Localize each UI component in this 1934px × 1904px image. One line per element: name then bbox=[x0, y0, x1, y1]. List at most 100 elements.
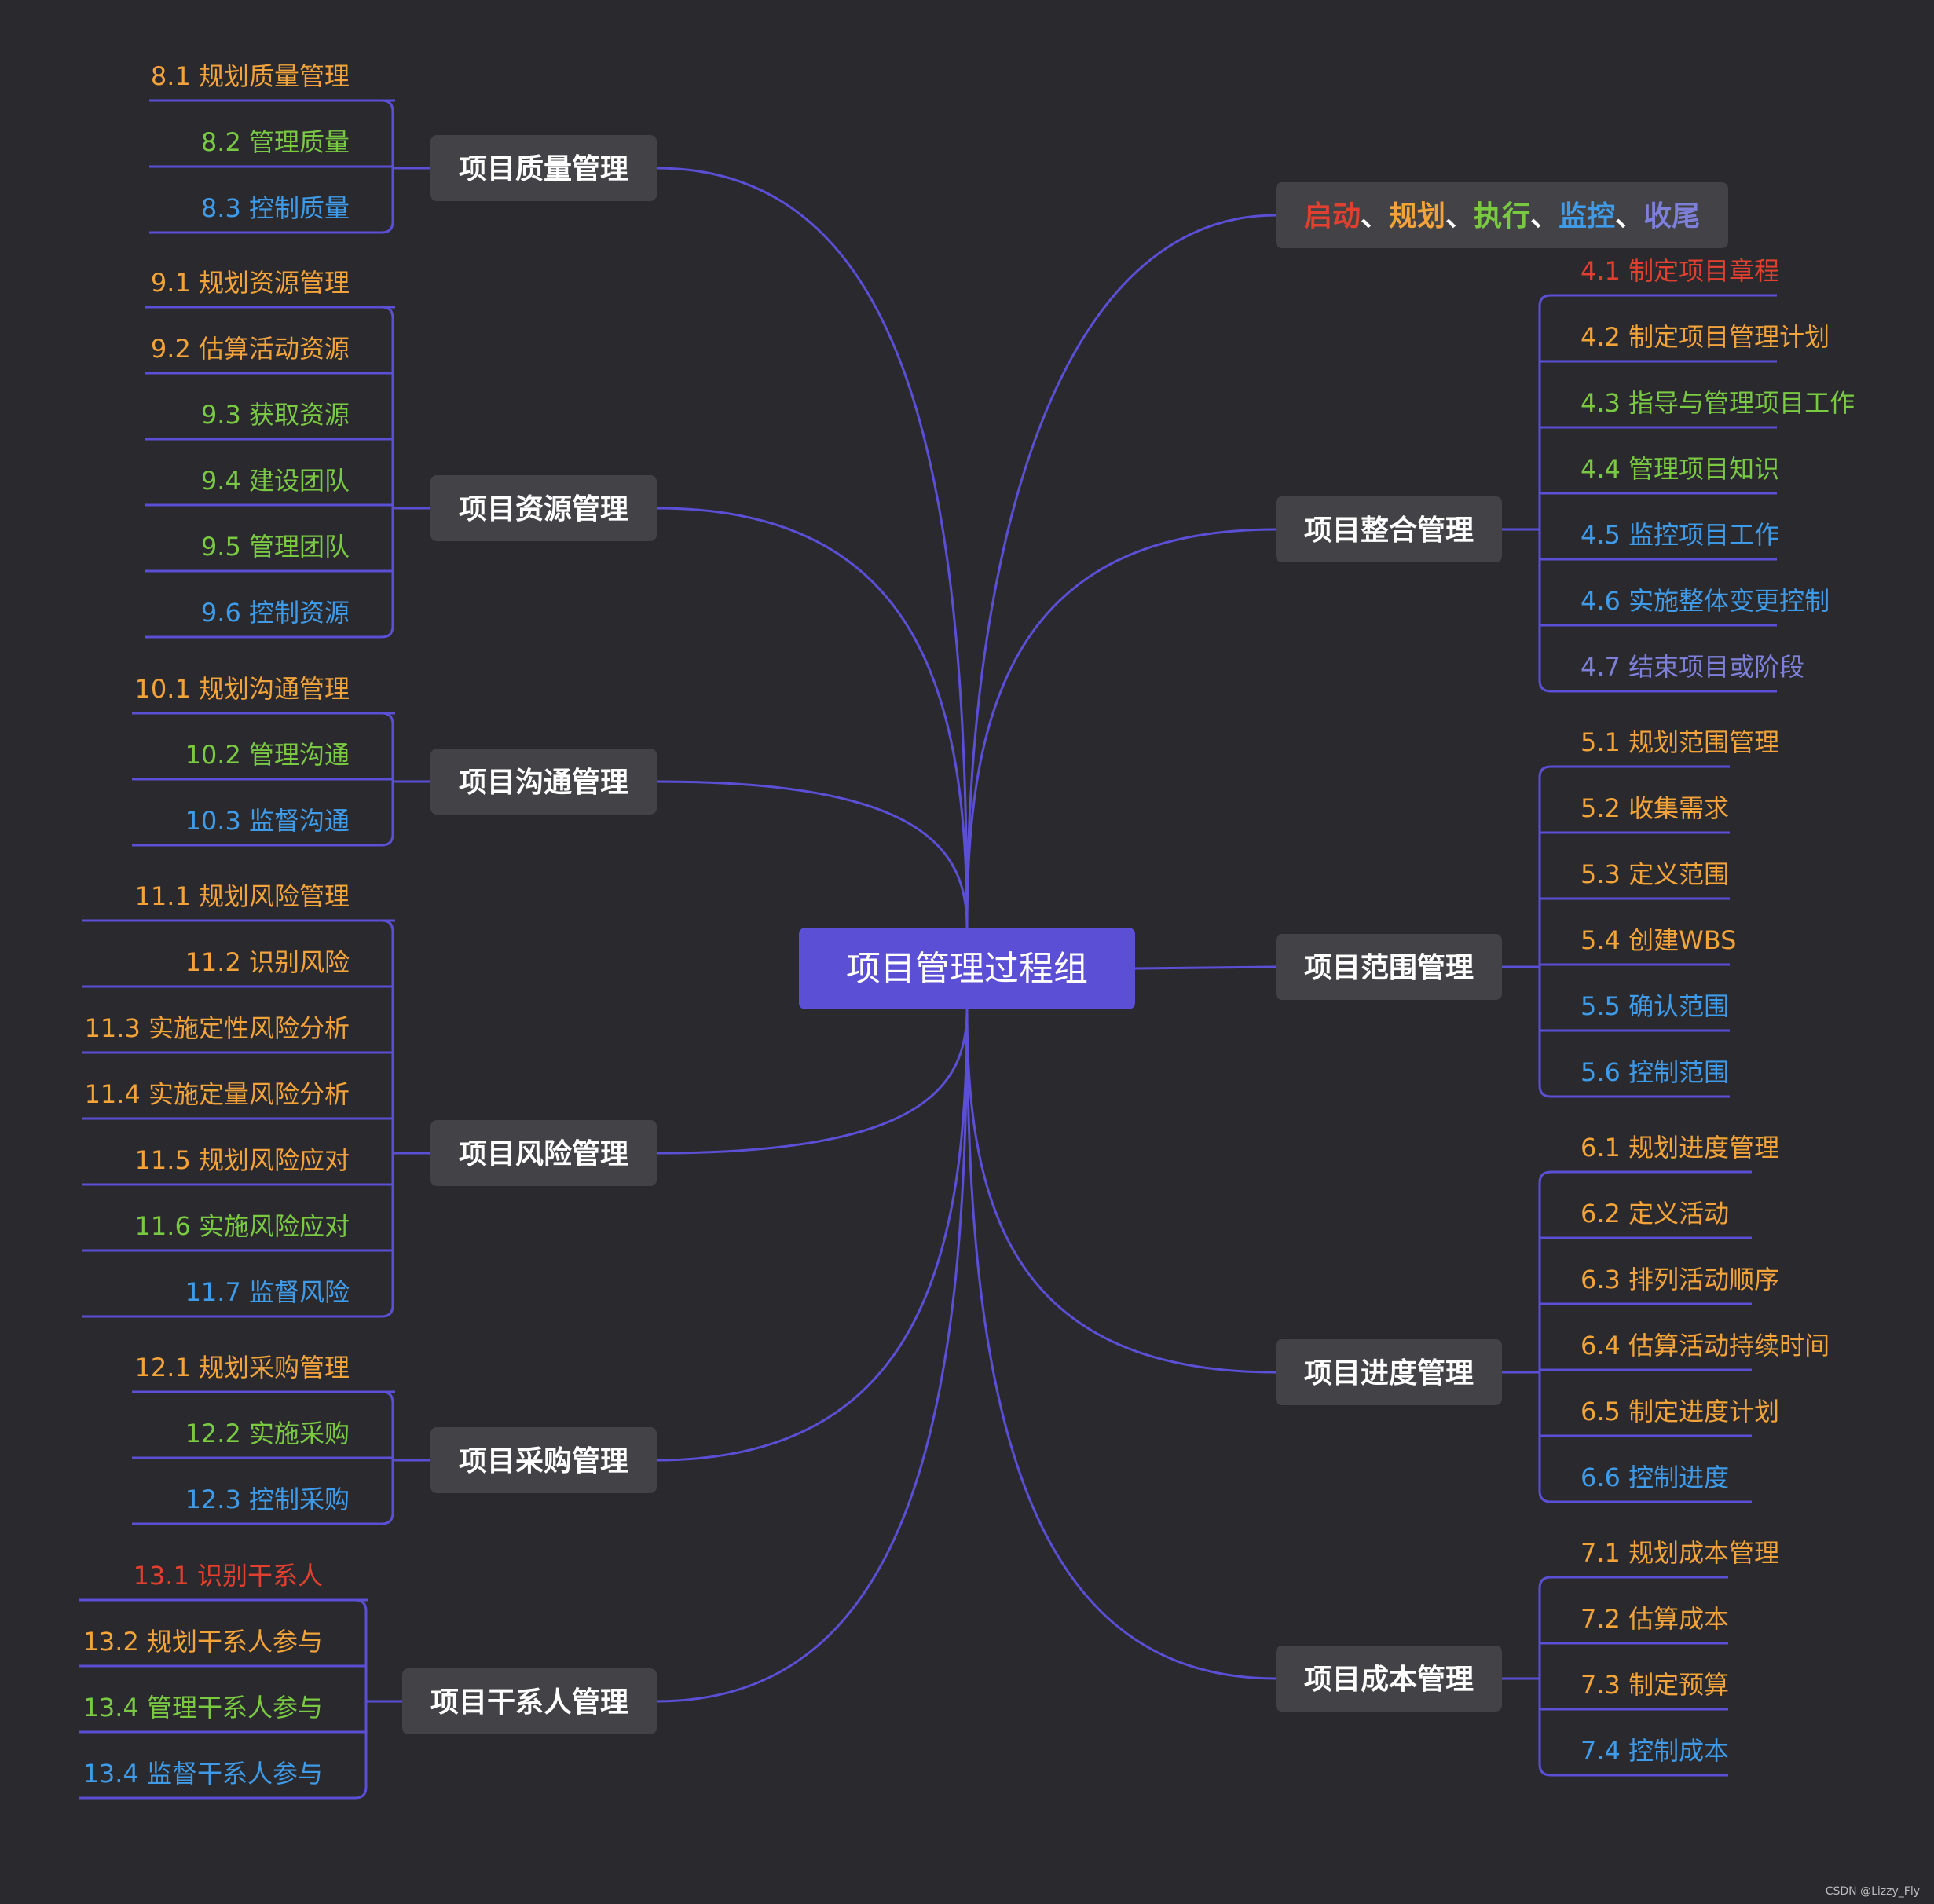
process-item[interactable]: 4.1 制定项目章程 bbox=[1551, 256, 1779, 297]
process-item[interactable]: 8.2 管理质量 bbox=[149, 127, 393, 168]
process-item[interactable]: 4.7 结束项目或阶段 bbox=[1551, 652, 1804, 693]
item-label: 8.2 管理质量 bbox=[201, 127, 350, 157]
item-label: 6.4 估算活动持续时间 bbox=[1581, 1331, 1830, 1360]
process-item[interactable]: 11.3 实施定性风险分析 bbox=[82, 1013, 393, 1054]
item-label: 9.2 估算活动资源 bbox=[151, 334, 350, 364]
process-item[interactable]: 8.1 规划质量管理 bbox=[149, 61, 382, 102]
process-item[interactable]: 4.3 指导与管理项目工作 bbox=[1540, 388, 1855, 429]
process-item[interactable]: 5.2 收集需求 bbox=[1540, 793, 1730, 834]
process-item[interactable]: 11.4 实施定量风险分析 bbox=[82, 1079, 393, 1120]
process-item[interactable]: 11.2 识别风险 bbox=[82, 947, 393, 988]
process-item[interactable]: 11.6 实施风险应对 bbox=[82, 1211, 393, 1252]
process-item[interactable]: 4.4 管理项目知识 bbox=[1540, 454, 1779, 495]
branch-label: 项目风险管理 bbox=[459, 1138, 628, 1170]
process-item[interactable]: 9.2 估算活动资源 bbox=[145, 334, 393, 375]
item-label: 12.1 规划采购管理 bbox=[135, 1353, 350, 1382]
process-item[interactable]: 5.4 创建WBS bbox=[1540, 925, 1736, 966]
process-item[interactable]: 6.1 规划进度管理 bbox=[1551, 1133, 1779, 1174]
item-label: 4.6 实施整体变更控制 bbox=[1581, 586, 1830, 616]
connector-curve-quality bbox=[656, 167, 969, 928]
process-item[interactable]: 7.4 控制成本 bbox=[1551, 1736, 1729, 1777]
legend-part: 执行 bbox=[1474, 200, 1530, 233]
process-item[interactable]: 7.1 规划成本管理 bbox=[1551, 1538, 1779, 1579]
legend-box bbox=[1276, 182, 1728, 248]
branch-label: 项目采购管理 bbox=[459, 1445, 628, 1477]
process-item[interactable]: 4.5 监控项目工作 bbox=[1540, 520, 1779, 561]
process-item[interactable]: 13.1 识别干系人 bbox=[79, 1561, 355, 1602]
connector-curve-resource bbox=[656, 507, 969, 928]
process-item[interactable]: 9.6 控制资源 bbox=[145, 598, 382, 639]
branch-box bbox=[430, 475, 657, 541]
process-item[interactable]: 13.4 管理干系人参与 bbox=[79, 1693, 366, 1734]
process-item[interactable]: 6.4 估算活动持续时间 bbox=[1540, 1331, 1830, 1371]
process-item[interactable]: 11.7 监督风险 bbox=[82, 1277, 382, 1318]
root-node[interactable]: 项目管理过程组 bbox=[799, 928, 1135, 1009]
branch-trunk bbox=[381, 1390, 395, 1525]
process-item[interactable]: 11.5 规划风险应对 bbox=[82, 1145, 393, 1186]
item-label: 6.2 定义活动 bbox=[1581, 1199, 1729, 1228]
process-item[interactable]: 9.5 管理团队 bbox=[145, 532, 393, 573]
process-item[interactable]: 11.1 规划风险管理 bbox=[82, 881, 382, 922]
connector-curve-stakeholder bbox=[656, 1009, 969, 1703]
branch-resource[interactable]: 项目资源管理 9.1 规划资源管理 9.2 估算活动资源 9.3 获取资源 9.4 建设… bbox=[145, 268, 657, 639]
process-item[interactable]: 6.5 制定进度计划 bbox=[1540, 1397, 1779, 1437]
branch-cost[interactable]: 项目成本管理 7.1 规划成本管理 7.2 估算成本 7.3 制定预算 7.4 控制成本 bbox=[1276, 1538, 1779, 1777]
process-item[interactable]: 5.6 控制范围 bbox=[1551, 1057, 1730, 1098]
process-item[interactable]: 6.6 控制进度 bbox=[1551, 1463, 1752, 1503]
branch-box bbox=[1276, 496, 1502, 562]
branch-trunk bbox=[1538, 1576, 1551, 1777]
item-label: 11.1 规划风险管理 bbox=[135, 881, 350, 911]
process-item[interactable]: 10.2 管理沟通 bbox=[132, 740, 393, 781]
process-item[interactable]: 12.1 规划采购管理 bbox=[132, 1353, 382, 1393]
process-groups-legend[interactable]: 启动、规划、执行、监控、收尾 bbox=[1276, 182, 1728, 248]
process-item[interactable]: 13.4 监督干系人参与 bbox=[79, 1759, 355, 1800]
process-item[interactable]: 6.3 排列活动顺序 bbox=[1540, 1265, 1779, 1305]
connector-curve-risk bbox=[656, 1009, 969, 1155]
item-label: 6.1 规划进度管理 bbox=[1581, 1133, 1779, 1163]
process-item[interactable]: 13.2 规划干系人参与 bbox=[79, 1627, 366, 1668]
process-item[interactable]: 10.3 监督沟通 bbox=[132, 806, 382, 847]
process-item[interactable]: 5.1 规划范围管理 bbox=[1551, 727, 1779, 768]
process-item[interactable]: 12.3 控制采购 bbox=[132, 1485, 382, 1525]
item-label: 13.4 监督干系人参与 bbox=[83, 1759, 323, 1789]
legend-part: 、 bbox=[1361, 200, 1389, 233]
branch-label: 项目资源管理 bbox=[459, 493, 628, 525]
connector-curve-schedule bbox=[965, 1009, 1277, 1374]
process-item[interactable]: 10.1 规划沟通管理 bbox=[132, 674, 382, 715]
process-item[interactable]: 9.3 获取资源 bbox=[145, 400, 393, 441]
branch-box bbox=[1276, 1646, 1502, 1712]
item-label: 11.3 实施定性风险分析 bbox=[85, 1013, 350, 1043]
process-item[interactable]: 6.2 定义活动 bbox=[1540, 1199, 1752, 1239]
legend-part: 、 bbox=[1530, 200, 1559, 233]
branch-label: 项目成本管理 bbox=[1304, 1664, 1474, 1696]
root-node-box bbox=[799, 928, 1135, 1009]
process-item[interactable]: 4.2 制定项目管理计划 bbox=[1540, 322, 1830, 363]
connector-curve-legend bbox=[965, 214, 1277, 928]
item-label: 4.4 管理项目知识 bbox=[1581, 454, 1779, 484]
item-label: 4.7 结束项目或阶段 bbox=[1581, 652, 1804, 682]
item-label: 10.2 管理沟通 bbox=[185, 740, 350, 770]
process-item[interactable]: 9.1 规划资源管理 bbox=[145, 268, 382, 309]
branch-risk[interactable]: 项目风险管理 11.1 规划风险管理 11.2 识别风险 11.3 实施定性风险分析 1… bbox=[82, 881, 657, 1318]
legend-text: 启动、规划、执行、监控、收尾 bbox=[1304, 200, 1700, 233]
process-item[interactable]: 8.3 控制质量 bbox=[149, 193, 382, 234]
process-item[interactable]: 7.2 估算成本 bbox=[1540, 1604, 1729, 1645]
process-item[interactable]: 12.2 实施采购 bbox=[132, 1419, 393, 1459]
process-item[interactable]: 5.3 定义范围 bbox=[1540, 859, 1730, 900]
process-item[interactable]: 7.3 制定预算 bbox=[1540, 1670, 1729, 1711]
branch-trunk bbox=[381, 919, 395, 1318]
branch-procurement[interactable]: 项目采购管理 12.1 规划采购管理 12.2 实施采购 12.3 控制采购 bbox=[132, 1353, 657, 1525]
item-label: 6.3 排列活动顺序 bbox=[1581, 1265, 1779, 1294]
process-item[interactable]: 4.6 实施整体变更控制 bbox=[1540, 586, 1830, 627]
item-label: 7.4 控制成本 bbox=[1581, 1736, 1729, 1766]
item-label: 13.2 规划干系人参与 bbox=[83, 1627, 323, 1657]
process-item[interactable]: 9.4 建设团队 bbox=[145, 466, 393, 507]
process-item[interactable]: 5.5 确认范围 bbox=[1540, 991, 1730, 1032]
